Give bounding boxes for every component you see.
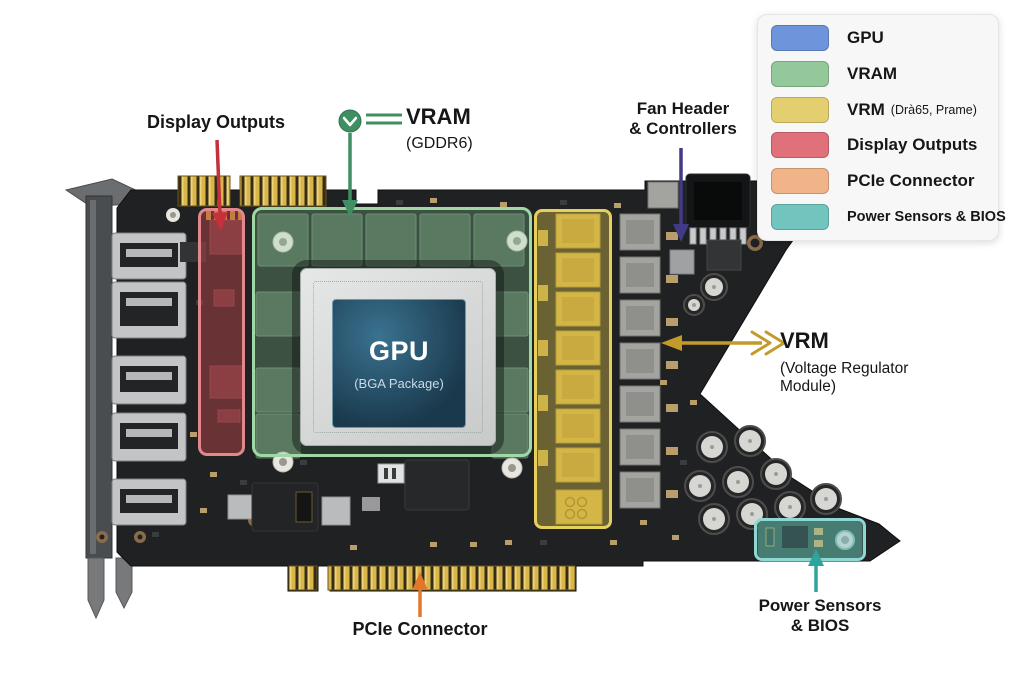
display-outputs-label: Display Outputs: [146, 112, 285, 132]
display-port-connectors: [111, 232, 187, 526]
power-stage-chokes: [619, 213, 678, 509]
gpu-package: GPU (BGA Package): [300, 268, 496, 446]
misc-components: [180, 173, 862, 558]
pcie-swatch: [771, 168, 829, 195]
legend-panel: GPU VRAM VRM (Drà65, Prame) Display Outp…: [757, 14, 1006, 241]
legend-item-pcie: PCIe Connector: [771, 165, 998, 198]
legend-item-display-outputs: Display Outputs: [771, 129, 998, 162]
pcie-edge-fingers: [288, 565, 576, 591]
legend-item-gpu: GPU: [771, 22, 998, 55]
pcie-label: PCIe Connector: [352, 619, 488, 639]
display-outputs-swatch: [771, 132, 829, 159]
vrm-sublabel: (Voltage Regulator Module): [780, 360, 909, 396]
vrm-inductors: [538, 213, 601, 483]
gpu-die-subtitle: (BGA Package): [354, 376, 444, 391]
gpu-swatch: [771, 25, 829, 52]
top-edge-fingers: [177, 175, 327, 207]
vrm-swatch: [771, 96, 829, 123]
vram-label: VRAM: [406, 104, 471, 129]
vram-chips: [255, 213, 529, 459]
gpu-die-title: GPU: [368, 336, 429, 366]
legend-item-vram: VRAM: [771, 57, 998, 90]
vrm-legend-suffix: (Drà65, Prame): [890, 102, 977, 117]
power-sensors-label: Power Sensors & BIOS: [758, 596, 882, 636]
gpu-die: GPU (BGA Package): [332, 299, 466, 428]
bga-markings: [313, 281, 483, 433]
fan-header-label: Fan Header & Controllers: [629, 99, 737, 139]
vrm-label: VRM: [780, 328, 829, 353]
capacitors: [683, 273, 842, 535]
io-bracket: [64, 178, 143, 620]
legend-item-power-sensors: Power Sensors & BIOS: [771, 200, 1006, 233]
vram-sublabel: (GDDR6): [406, 135, 473, 152]
power-sensors-swatch: [771, 203, 829, 230]
legend-item-vrm: VRM (Drà65, Prame): [771, 93, 998, 126]
vram-swatch: [771, 60, 829, 87]
mounting-holes: [96, 208, 763, 543]
